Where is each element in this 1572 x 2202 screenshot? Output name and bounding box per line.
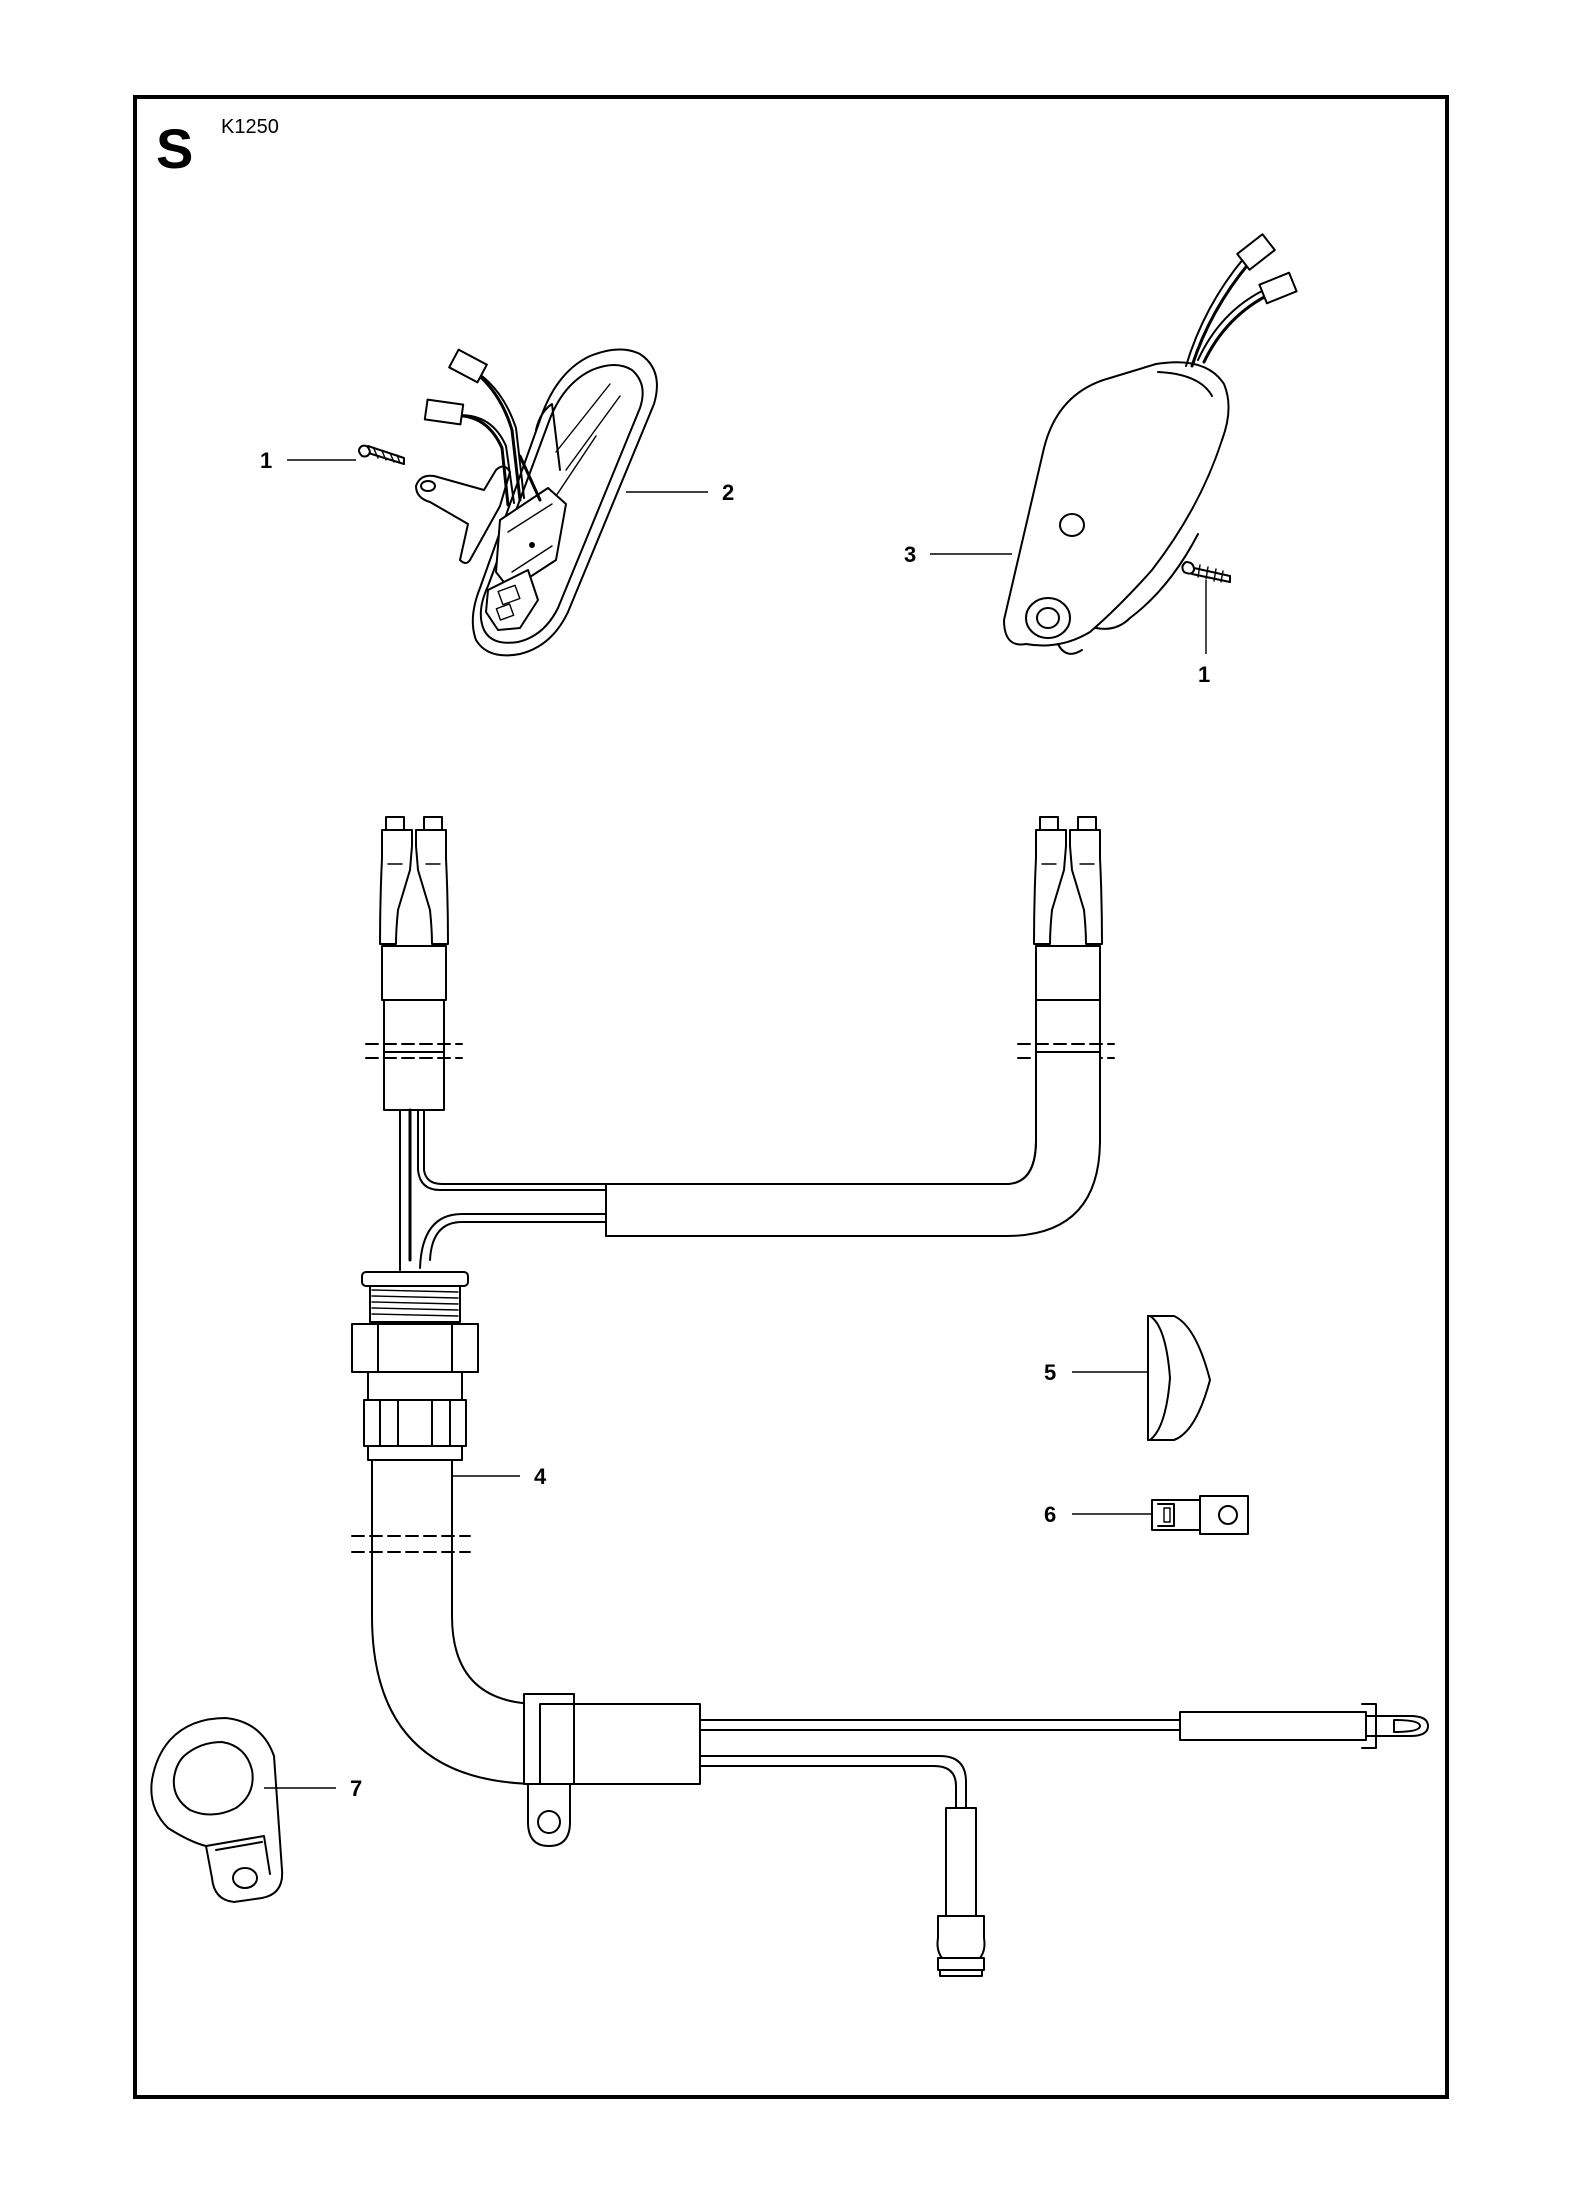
callout-label: 6 bbox=[1044, 1502, 1056, 1527]
callout-label: 1 bbox=[260, 448, 272, 473]
callout-label: 3 bbox=[904, 542, 916, 567]
callout-3: 3 bbox=[904, 542, 1012, 567]
lever-hole bbox=[420, 480, 436, 492]
section-letter: S bbox=[156, 117, 193, 180]
callout-1-left: 1 bbox=[260, 448, 356, 473]
part-screw-right bbox=[1181, 561, 1231, 583]
callout-label: 4 bbox=[534, 1464, 547, 1489]
callout-label: 5 bbox=[1044, 1360, 1056, 1385]
callout-4: 4 bbox=[452, 1464, 547, 1489]
cover-hole-top bbox=[1059, 513, 1085, 537]
part-screw-left bbox=[358, 444, 405, 465]
part-cable-clamp bbox=[150, 1717, 284, 1903]
page-frame bbox=[133, 95, 1449, 2099]
callout-label: 7 bbox=[350, 1776, 362, 1801]
callout-6: 6 bbox=[1044, 1502, 1152, 1527]
part-cable-terminal bbox=[1151, 1495, 1249, 1535]
callout-7: 7 bbox=[264, 1776, 362, 1801]
callout-1-right: 1 bbox=[1198, 580, 1210, 687]
part-cable-harness bbox=[351, 816, 1429, 1977]
callout-label: 1 bbox=[1198, 662, 1210, 687]
callout-5: 5 bbox=[1044, 1360, 1148, 1385]
part-cover bbox=[1003, 233, 1298, 655]
callout-2: 2 bbox=[626, 480, 734, 505]
part-grommet bbox=[1147, 1315, 1211, 1441]
callout-label: 2 bbox=[722, 480, 734, 505]
part-switch-housing bbox=[415, 348, 658, 657]
model-number: K1250 bbox=[221, 116, 279, 138]
clamp-hole bbox=[232, 1867, 258, 1889]
